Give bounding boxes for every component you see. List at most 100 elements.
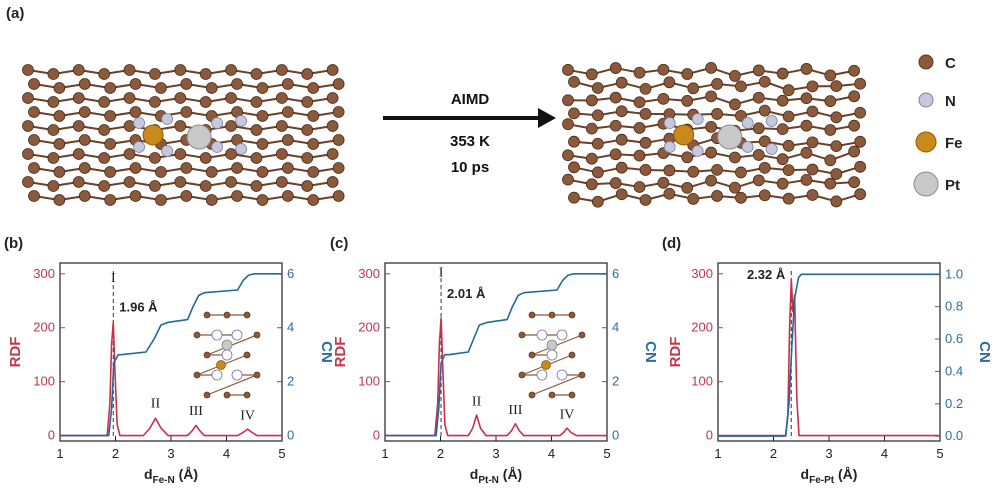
- carbon-atom: [332, 190, 345, 202]
- inset-carbon: [253, 371, 261, 379]
- inset-nitrogen: [556, 329, 568, 341]
- carbon-atom: [225, 120, 237, 132]
- carbon-atom: [711, 108, 723, 120]
- carbon-atom: [729, 151, 741, 164]
- carbon-atom: [256, 110, 269, 122]
- y2-tick-label: 0: [287, 428, 294, 443]
- structure-after: [562, 61, 867, 208]
- carbon-atom: [78, 106, 91, 118]
- carbon-atom: [281, 134, 294, 146]
- carbon-atom: [705, 146, 717, 159]
- carbon-atom: [585, 152, 598, 165]
- cn-series-line: [718, 273, 940, 437]
- carbon-atom: [326, 120, 339, 132]
- y-axis-label: RDF: [7, 337, 24, 368]
- carbon-atom: [256, 166, 269, 178]
- carbon-atom: [830, 140, 843, 153]
- carbon-atom: [180, 78, 193, 90]
- carbon-atom: [72, 148, 85, 160]
- y-tick-label: 0: [706, 428, 713, 443]
- carbon-atom: [705, 121, 717, 133]
- carbon-atom: [639, 164, 652, 176]
- carbon-atom: [332, 106, 345, 118]
- carbon-atom: [123, 176, 136, 188]
- carbon-atom: [800, 119, 813, 132]
- panel-label: (c): [330, 235, 348, 252]
- carbon-atom: [848, 90, 861, 103]
- peak-label: II: [472, 394, 482, 409]
- arrow-label-time: 10 ps: [451, 159, 489, 176]
- carbon-atom: [98, 180, 111, 192]
- carbon-atom: [639, 136, 652, 149]
- legend-carbon-label: C: [945, 55, 956, 72]
- inset-carbon: [223, 311, 231, 319]
- carbon-atom: [848, 119, 861, 132]
- carbon-atom: [78, 162, 91, 174]
- carbon-atom: [752, 91, 765, 104]
- inset-carbon: [528, 391, 536, 399]
- carbon-atom: [782, 110, 795, 123]
- y2-tick-label: 6: [287, 266, 294, 281]
- carbon-atom: [22, 120, 34, 132]
- carbon-atom: [104, 194, 117, 206]
- carbon-atom: [711, 163, 723, 176]
- x-tick-label: 5: [603, 446, 610, 461]
- carbon-atom: [231, 78, 243, 90]
- carbon-atom: [854, 106, 867, 119]
- inset-carbon: [578, 331, 586, 339]
- nitrogen-atom: [133, 141, 146, 153]
- carbon-atom: [591, 195, 604, 208]
- carbon-atom: [53, 82, 66, 94]
- carbon-atom: [307, 110, 320, 122]
- structure-before: [22, 64, 345, 206]
- aimd-arrow: [383, 108, 556, 128]
- carbon-atom: [854, 77, 867, 90]
- carbon-atom: [615, 188, 628, 201]
- x-tick-label: 3: [167, 446, 174, 461]
- x-tick-label: 5: [278, 446, 285, 461]
- inset-carbon: [193, 331, 201, 339]
- carbon-atom: [729, 69, 741, 82]
- cn-series-line: [60, 273, 282, 437]
- carbon-atom: [129, 190, 142, 202]
- peak-label: I: [439, 265, 444, 280]
- cn-series-line: [385, 273, 607, 437]
- carbon-atom: [585, 68, 598, 81]
- x-tick-label: 1: [714, 446, 721, 461]
- carbon-atom: [225, 148, 237, 160]
- carbon-atom: [591, 82, 604, 94]
- carbon-atom: [281, 162, 294, 174]
- rdf-series-line: [385, 317, 607, 437]
- carbon-atom: [104, 82, 117, 94]
- carbon-atom: [562, 173, 574, 186]
- carbon-atom: [47, 68, 60, 80]
- x-tick-label: 4: [881, 446, 888, 461]
- nitrogen-atom: [663, 141, 676, 153]
- carbon-atom: [830, 111, 843, 124]
- carbon-atom: [711, 190, 723, 202]
- y-tick-label: 100: [358, 374, 380, 389]
- carbon-atom: [615, 133, 628, 146]
- inset-carbon: [568, 311, 576, 319]
- carbon-atom: [824, 69, 837, 82]
- carbon-atom: [205, 194, 218, 206]
- carbon-atom: [307, 138, 320, 150]
- carbon-atom: [149, 96, 161, 108]
- carbon-atom: [22, 64, 34, 76]
- carbon-atom: [225, 176, 237, 188]
- atom-legend: C N Fe Pt: [913, 54, 963, 197]
- carbon-atom: [848, 145, 861, 158]
- carbon-atom: [301, 68, 314, 80]
- x-tick-label: 1: [56, 446, 63, 461]
- carbon-atom: [735, 166, 747, 179]
- inset-iron: [216, 360, 226, 370]
- nitrogen-atom: [133, 117, 146, 129]
- nitrogen-atom: [691, 145, 704, 157]
- inset-nitrogen: [221, 349, 233, 361]
- carbon-atom: [199, 180, 212, 192]
- y-tick-label: 100: [33, 374, 55, 389]
- carbon-atom: [301, 180, 314, 192]
- carbon-atom: [782, 192, 795, 205]
- carbon-atom: [149, 180, 161, 192]
- legend-iron-label: Fe: [945, 135, 963, 152]
